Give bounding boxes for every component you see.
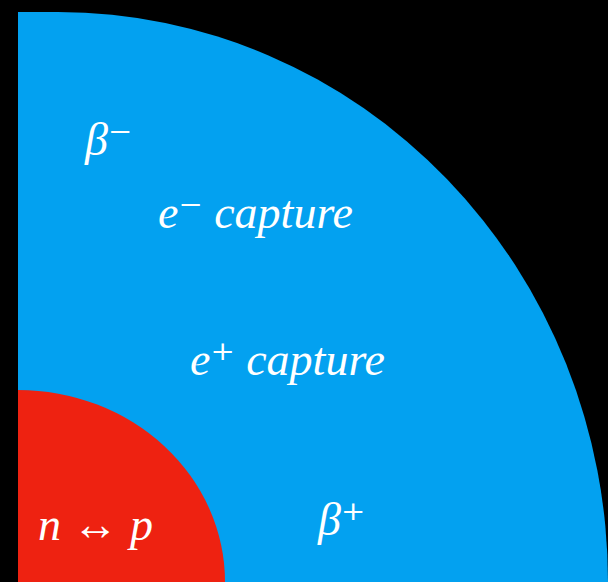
- reaction-label: e⁺ capture: [190, 337, 385, 383]
- reaction-label: β⁺: [318, 497, 365, 543]
- region-fill: [18, 12, 608, 582]
- outer-region: β⁻ e⁻ capture e⁺ capture β⁺ n ↔ p: [18, 12, 608, 582]
- reaction-label: n ↔ p: [38, 502, 153, 548]
- reaction-label: β⁻: [85, 117, 132, 163]
- reaction-label: e⁻ capture: [158, 190, 353, 236]
- core-region: n ↔ p: [18, 390, 225, 582]
- region-fill: [18, 390, 225, 582]
- region-shape: [18, 390, 225, 582]
